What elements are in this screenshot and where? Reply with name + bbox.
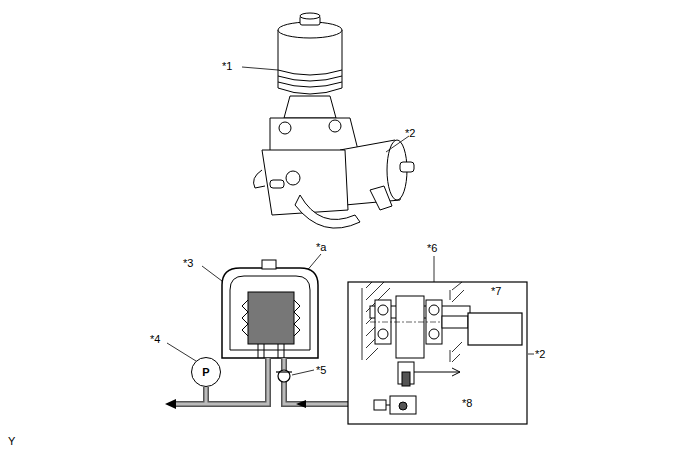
callout-number: *7 xyxy=(491,285,501,297)
callout-number: *a xyxy=(316,241,326,253)
callout-number: Y xyxy=(8,435,15,447)
callout-number: *2 xyxy=(535,348,545,360)
callout-number: *3 xyxy=(183,257,193,269)
callout-number: *8 xyxy=(462,397,472,409)
callout-number: *6 xyxy=(427,242,437,254)
callout-number: *5 xyxy=(316,364,326,376)
pressure-gauge: P xyxy=(191,357,221,387)
callout-number: *1 xyxy=(222,60,232,72)
gauge-symbol: P xyxy=(202,366,209,378)
callout-number: *2 xyxy=(405,127,415,139)
callout-number: *4 xyxy=(150,333,160,345)
